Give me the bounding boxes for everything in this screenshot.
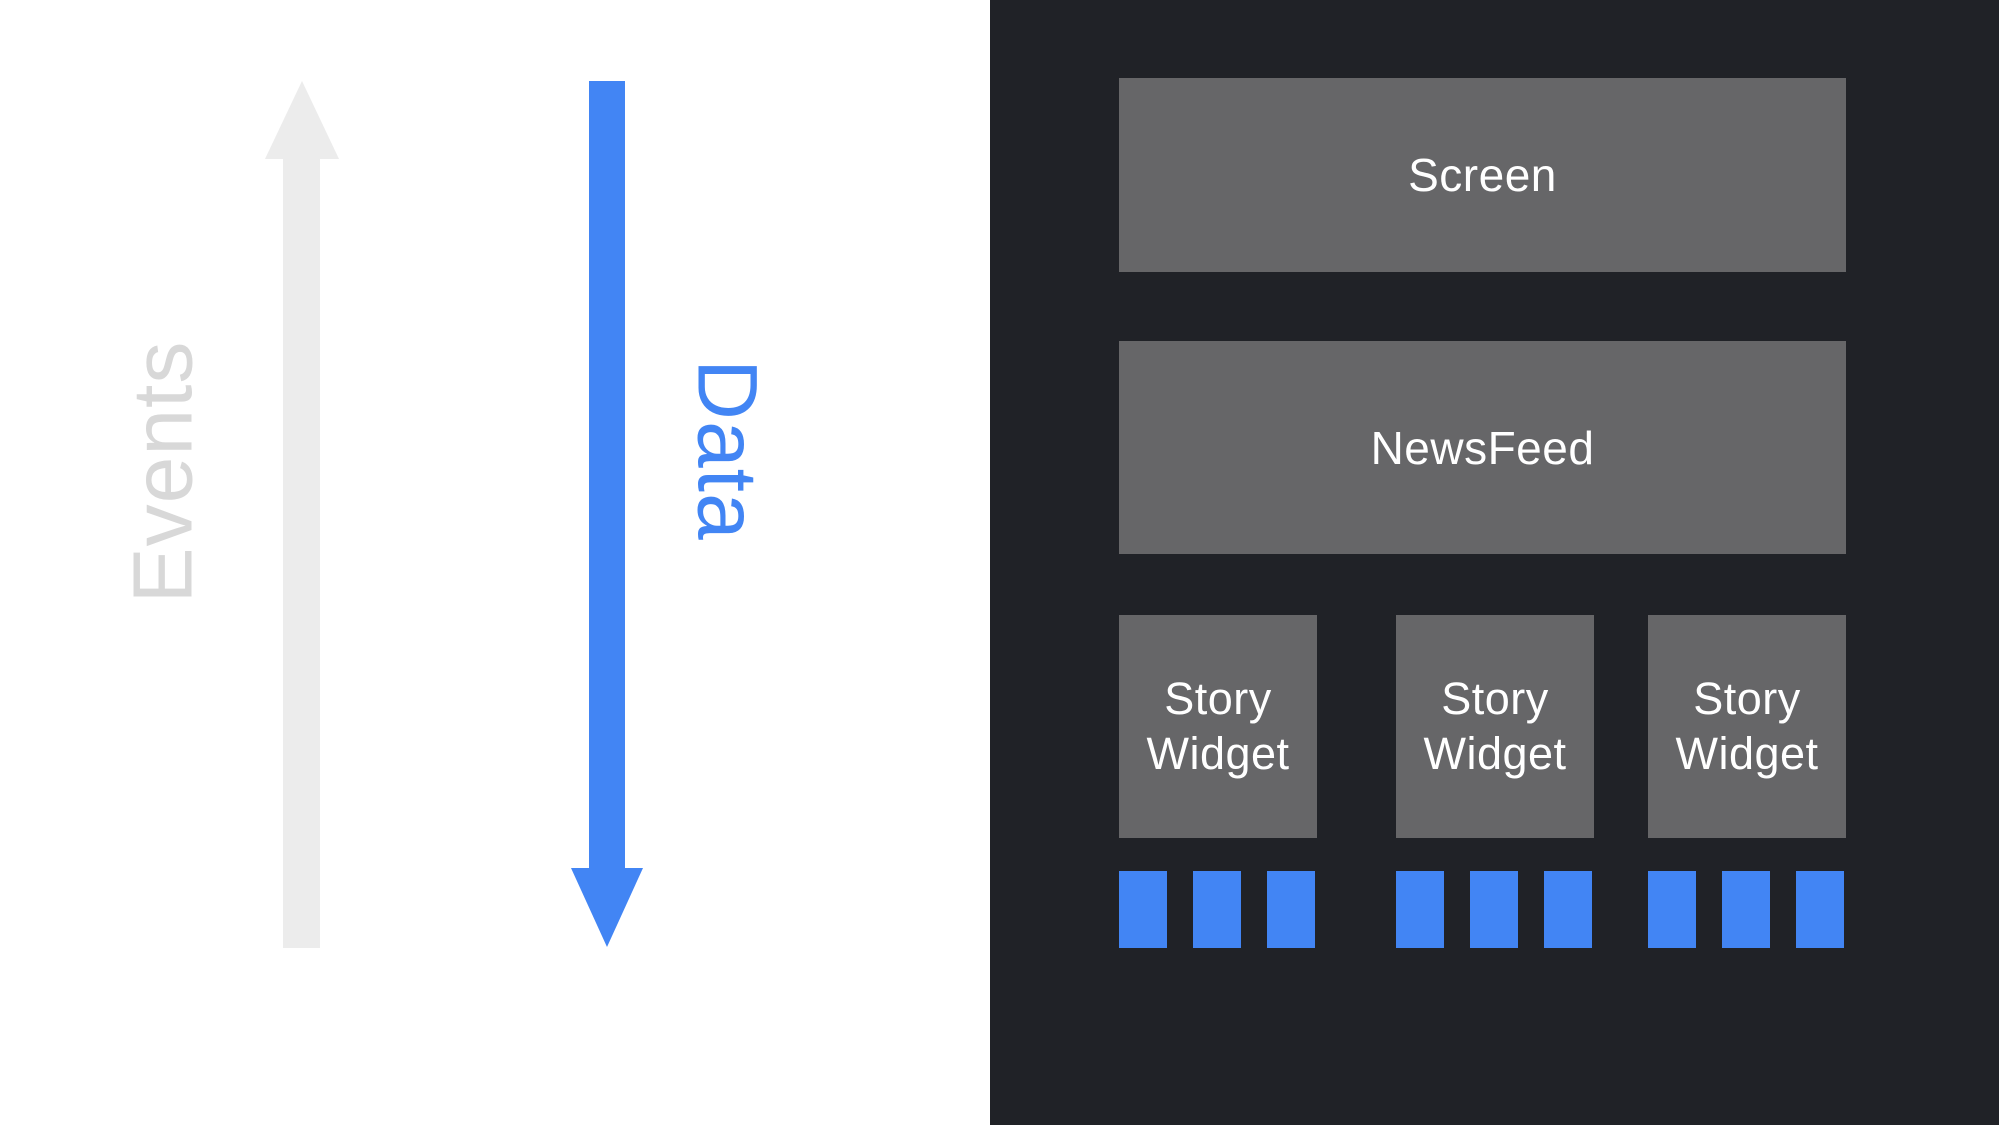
story-widget-label: Story Widget xyxy=(1423,672,1567,779)
story-widget-label: Story Widget xyxy=(1675,672,1819,779)
data-arrow-shaft xyxy=(589,81,625,868)
data-square xyxy=(1722,871,1770,948)
newsfeed-box-label: NewsFeed xyxy=(1370,421,1595,474)
newsfeed-box: NewsFeed xyxy=(1119,341,1846,554)
data-square xyxy=(1470,871,1518,948)
data-square xyxy=(1119,871,1167,948)
story-widget-box: Story Widget xyxy=(1396,615,1594,838)
data-label: Data xyxy=(680,359,775,541)
flow-panel: Events Data xyxy=(0,0,990,1125)
data-square xyxy=(1267,871,1315,948)
events-label: Events xyxy=(115,340,210,604)
data-square xyxy=(1648,871,1696,948)
data-square xyxy=(1193,871,1241,948)
screen-box-label: Screen xyxy=(1408,149,1557,201)
arrow-down-icon xyxy=(571,868,643,947)
events-arrow-shaft xyxy=(283,159,320,948)
data-square xyxy=(1544,871,1592,948)
data-square xyxy=(1796,871,1844,948)
story-widget-label: Story Widget xyxy=(1146,672,1290,779)
data-square xyxy=(1396,871,1444,948)
screen-box: Screen xyxy=(1119,78,1846,272)
story-widget-box: Story Widget xyxy=(1648,615,1846,838)
story-widget-box: Story Widget xyxy=(1119,615,1317,838)
arrow-up-icon xyxy=(265,81,339,159)
